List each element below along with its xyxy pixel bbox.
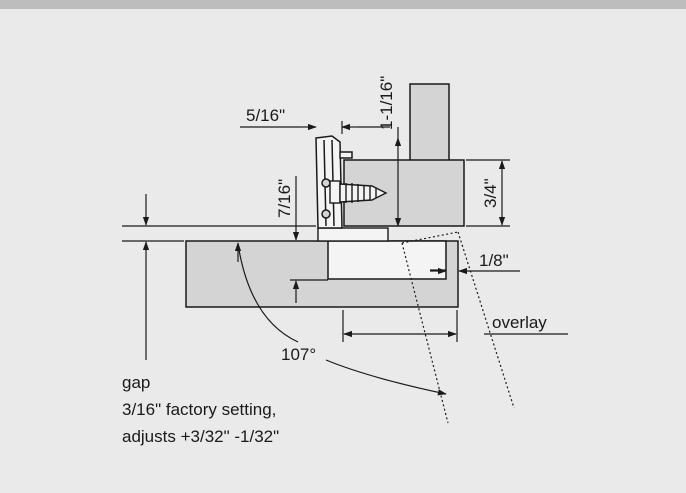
dim-gap-line bbox=[122, 194, 316, 360]
dim-7-16-label: 7/16" bbox=[275, 179, 294, 218]
dim-1-1-16-label: 1-1/16" bbox=[377, 76, 396, 130]
top-band bbox=[0, 0, 686, 9]
dim-1-8-label: 1/8" bbox=[479, 251, 509, 270]
screw-icon bbox=[329, 180, 388, 204]
gap-note-line-2: adjusts +3/32" -1/32" bbox=[122, 427, 279, 446]
dim-5-16-line bbox=[240, 121, 390, 134]
hinge-arm bbox=[315, 135, 353, 229]
dim-overlay-line bbox=[342, 310, 568, 342]
hinge-base bbox=[317, 227, 389, 242]
hinge-plate bbox=[327, 240, 447, 280]
gap-label: gap bbox=[122, 373, 150, 392]
gap-note-line-1: 3/16" factory setting, bbox=[122, 400, 276, 419]
overlay-label: overlay bbox=[492, 313, 547, 332]
dim-3-4-label: 3/4" bbox=[481, 178, 500, 208]
angle-arc bbox=[234, 242, 447, 396]
angle-label: 107° bbox=[281, 345, 316, 364]
dim-7-16-line bbox=[290, 176, 328, 303]
dim-5-16-label: 5/16" bbox=[246, 106, 285, 125]
dim-3-4-line bbox=[466, 159, 510, 227]
